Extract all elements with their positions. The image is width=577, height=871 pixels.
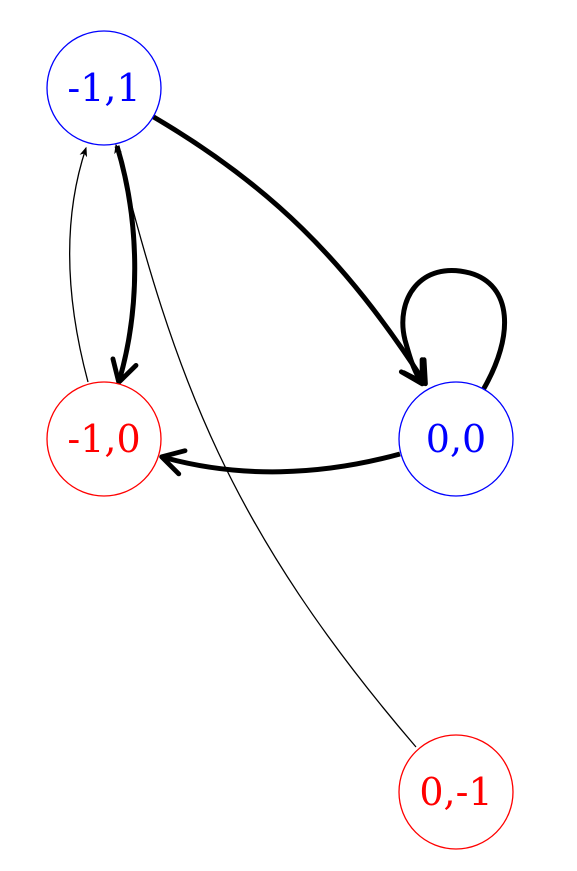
node-m1-0-circle [46, 381, 162, 497]
node-0-m1[interactable]: 0,-1 [398, 734, 514, 850]
edge-0-m1-to-m1-1 [114, 143, 417, 748]
edges-group [69, 113, 508, 748]
node-m1-1-circle [46, 30, 162, 146]
node-m1-1[interactable]: -1,1 [46, 30, 162, 146]
node-m1-0-label: -1,0 [67, 417, 140, 461]
node-0-0[interactable]: 0,0 [398, 381, 514, 497]
node-0-m1-label: 0,-1 [419, 770, 492, 814]
edge-0-0-to-m1-0 [159, 448, 401, 477]
node-m1-1-label: -1,1 [67, 66, 140, 110]
edge-m1-1-to-m1-0 [110, 145, 139, 385]
edge-0-0-self-loop [398, 268, 508, 392]
edge-m1-1-to-0-0 [150, 113, 428, 387]
node-0-0-label: 0,0 [426, 417, 486, 461]
edge-m1-0-to-m1-1 [69, 146, 89, 383]
nodes-group: -1,1 -1,0 0,0 0,-1 [46, 30, 514, 850]
node-m1-0[interactable]: -1,0 [46, 381, 162, 497]
node-0-0-circle [398, 381, 514, 497]
node-0-m1-circle [398, 734, 514, 850]
